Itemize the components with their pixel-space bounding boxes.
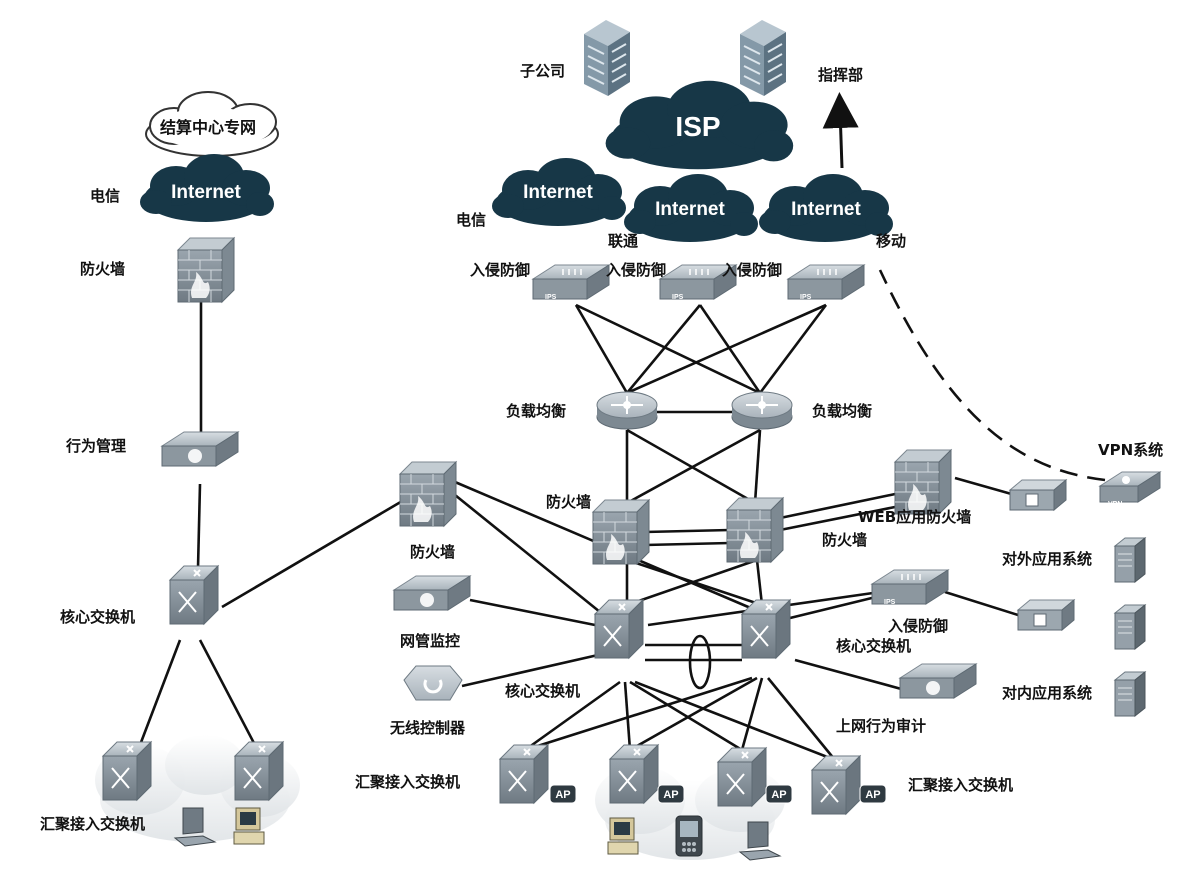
ips-2-icon [659,264,737,300]
mid-firewall-icon [399,461,457,527]
ips-2-tag: IPS [672,294,684,301]
ips-3-tag: IPS [800,294,812,301]
ips-1-icon [532,264,610,300]
settlement-network-label: 结算中心专网 [159,118,256,137]
nms-label: 网管监控 [400,632,460,650]
mid-server-icon [1114,604,1146,650]
left-firewall-label: 防火墙 [80,260,125,278]
ips-3-icon [787,264,865,300]
ap-2-label: AP [663,789,678,801]
agg-switch-left-label: 汇聚接入交换机 [355,773,460,791]
vpn-dashed-path [878,269,1106,482]
center-firewall-right-icon [726,497,784,563]
core-ips-tag: IPS [884,599,896,606]
unicom-label: 联通 [608,232,638,250]
ap-3-label: AP [771,789,786,801]
ips-2-label: 入侵防御 [606,261,666,279]
external-apps-label: 对外应用系统 [1002,550,1092,568]
mid-firewall-label: 防火墙 [410,543,455,561]
wlc-icon [403,665,463,701]
behavior-mgmt-label: 行为管理 [65,437,126,455]
link-aggregation-ring [688,634,712,690]
internet-mobile-label: Internet [791,199,861,220]
internal-apps-label: 对内应用系统 [1002,684,1092,702]
center-firewall-left-label: 防火墙 [546,493,591,511]
vpn-label: VPN系统 [1098,441,1163,459]
waf-label: WEB应用防火墙 [858,508,971,526]
vpn-device-icon [1098,471,1162,503]
ips-3-label: 入侵防御 [722,261,782,279]
ap-4-label: AP [865,789,880,801]
internal-server-icon [1114,671,1146,717]
subsidiary-building-icon [583,19,631,97]
left-internet-label: Internet [171,182,241,203]
agg-switch-3-icon [717,747,767,807]
internet-unicom-label: Internet [655,199,725,220]
agg-switch-2-icon [609,744,659,804]
center-desktop-pc-icon [607,817,639,855]
center-firewall-left-icon [592,499,650,565]
core-ips-icon [871,569,949,605]
behavior-audit-icon [899,663,977,699]
core-switch-right-label: 核心交换机 [836,637,911,655]
ips-1-label: 入侵防御 [470,261,530,279]
pda-icon [675,815,703,857]
left-agg-switch-label: 汇聚接入交换机 [40,815,145,833]
agg-switch-right-label: 汇聚接入交换机 [908,776,1013,794]
load-balancer-1-label: 负载均衡 [506,402,566,420]
core-switch-left-icon [594,599,644,659]
settlement-cloud [145,91,279,157]
subsidiary-label: 子公司 [520,62,565,80]
core-switch-right-icon [741,599,791,659]
agg-switch-4-icon [811,755,861,815]
command-building-icon [739,19,787,97]
left-agg-switch-1-icon [102,741,152,801]
load-balancer-1-icon [596,391,658,430]
external-server-icon [1114,537,1146,583]
wlc-label: 无线控制器 [389,719,466,737]
isp-label: ISP [675,111,720,142]
load-balancer-2-icon [731,391,793,430]
behavior-mgmt-icon [161,431,239,467]
ips-1-tag: IPS [545,294,557,301]
center-laptop-icon [738,821,782,861]
agg-switch-1-icon [499,744,549,804]
nms-icon [393,575,471,611]
vpn-rack-icon [1009,479,1067,511]
left-firewall-icon [177,237,235,303]
center-firewall-right-label: 防火墙 [822,531,867,549]
load-balancer-2-label: 负载均衡 [812,402,872,420]
vpn-tag: VPN [1108,501,1122,508]
laptop-icon [173,807,217,847]
left-telecom-label: 电信 [90,187,120,205]
left-core-switch-label: 核心交换机 [60,608,135,626]
left-agg-switch-2-icon [234,741,284,801]
waf-icon [894,449,952,515]
desktop-pc-icon [233,807,265,845]
connection-lines [138,237,1019,762]
behavior-audit-label: 上网行为审计 [836,717,926,735]
telecom-label: 电信 [456,211,486,229]
command-arrow [822,92,859,169]
core-switch-left-label: 核心交换机 [505,682,580,700]
left-core-switch-icon [169,565,219,625]
internet-telecom-label: Internet [523,182,593,203]
ips-rack-icon [1017,599,1075,631]
core-ips-label: 入侵防御 [888,617,948,635]
command-label: 指挥部 [818,66,863,84]
ap-1-label: AP [555,789,570,801]
mobile-label: 移动 [876,232,906,250]
